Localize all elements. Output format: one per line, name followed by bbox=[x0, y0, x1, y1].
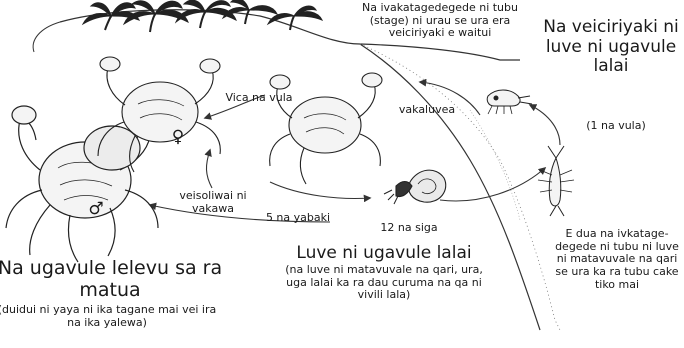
adult-description: (duidui ni yaya ni ika tagane mai vei ir… bbox=[0, 304, 220, 329]
larvae-duration: (1 na vula) bbox=[576, 120, 656, 133]
years-label: 5 na yabaki bbox=[258, 212, 338, 225]
female-symbol: ♀ bbox=[168, 128, 188, 148]
larvae-title: Na veiciriyaki ni luve ni ugavule lalai bbox=[538, 18, 684, 77]
hermit-crab-illustration bbox=[384, 170, 446, 204]
zoea-larva-illustration bbox=[487, 90, 532, 114]
stage-intro-label: Na ivakatagedegede ni tubu (stage) ni ur… bbox=[350, 2, 530, 40]
adult-title: Na ugavule lelevu sa ra matua bbox=[0, 258, 230, 302]
crab-stage-illustration bbox=[270, 73, 382, 184]
month-label: Vica na vula bbox=[224, 92, 294, 105]
juvenile-title: Luve ni ugavule lalai bbox=[268, 244, 500, 264]
male-symbol: ♂ bbox=[86, 200, 106, 220]
weeks-label: 12 na siga bbox=[374, 222, 444, 235]
megalopa-larva-illustration bbox=[538, 146, 574, 216]
palm-trees bbox=[83, 0, 322, 32]
stage-vakaluvea-label: vakaluvea bbox=[392, 104, 462, 117]
stage-veisoliwai-label: veisoliwai ni vakawa bbox=[158, 190, 268, 215]
juvenile-description: (na luve ni matavuvale na qari, ura, uga… bbox=[278, 264, 490, 302]
megalopa-description: E dua na ivkatage-degede ni tubu ni luve… bbox=[550, 228, 684, 291]
